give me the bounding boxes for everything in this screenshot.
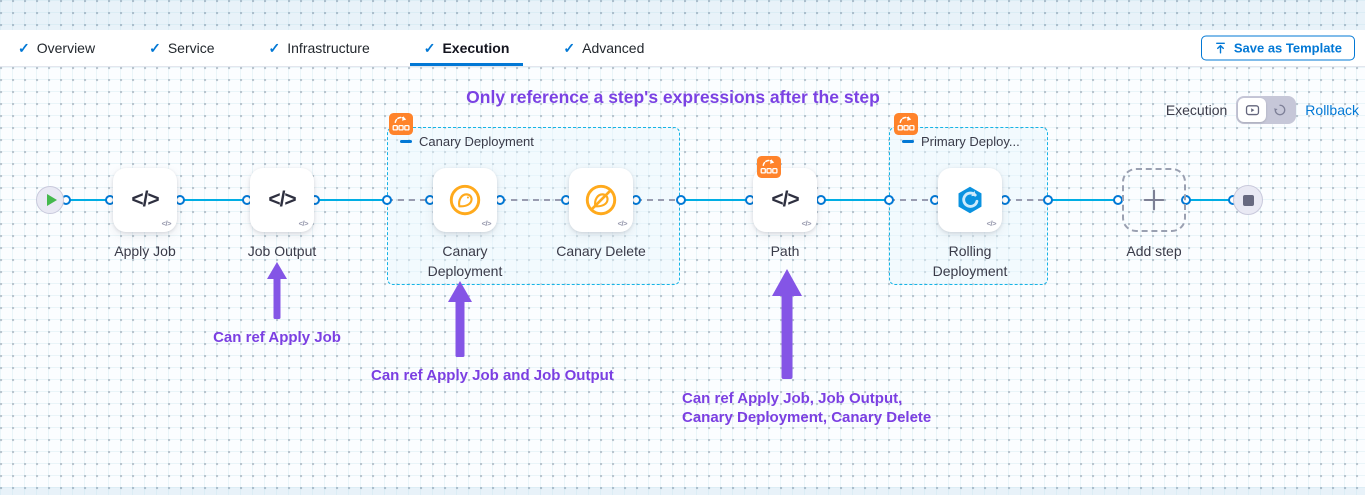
connector-port — [676, 195, 686, 205]
step-node-rolling-deployment[interactable]: </> — [938, 168, 1002, 232]
template-glyph-icon: </> — [617, 219, 628, 228]
connector-line-dashed — [387, 199, 430, 201]
code-icon: </> — [268, 188, 296, 211]
connector-line — [1048, 199, 1118, 201]
annotation-title: Only reference a step's expressions afte… — [466, 87, 880, 107]
tab-overview[interactable]: Overview — [4, 30, 109, 66]
node-label-rolling-deployment: Rolling Deployment — [932, 243, 1008, 279]
check-icon — [563, 40, 575, 57]
looping-strategy-icon — [757, 156, 781, 183]
connector-port — [1043, 195, 1053, 205]
tab-label: Advanced — [582, 40, 645, 56]
connector-port — [884, 195, 894, 205]
stop-icon — [1242, 194, 1254, 206]
code-icon: </> — [131, 188, 159, 211]
node-label-apply-job: Apply Job — [114, 243, 176, 259]
node-label-path: Path — [770, 243, 800, 259]
template-glyph-icon: </> — [481, 219, 492, 228]
annotation-line-1: Can ref Apply Job, Job Output, — [682, 390, 903, 407]
connector-line — [1186, 199, 1233, 201]
looping-strategy-icon — [894, 113, 918, 140]
connector-line-dashed — [636, 199, 681, 201]
execution-icon — [1245, 103, 1260, 117]
canary-delete-icon — [583, 182, 619, 218]
connector-line-dashed — [889, 199, 935, 201]
connector-line — [66, 199, 110, 201]
annotation-line-2: Canary Deployment, Canary Delete — [682, 409, 932, 426]
stage-tabbar: Overview Service Infrastructure Executio… — [0, 30, 1365, 67]
annotation-arrow-up-icon — [772, 269, 802, 385]
rolling-deployment-icon — [953, 183, 987, 217]
play-icon — [46, 194, 57, 206]
tab-label: Infrastructure — [287, 40, 370, 56]
step-node-apply-job[interactable]: </> </> — [113, 168, 177, 232]
annotation-arrow-up-icon — [267, 262, 287, 325]
save-as-template-button[interactable]: Save as Template — [1200, 35, 1355, 61]
connector-line — [821, 199, 889, 201]
connector-line-dashed — [500, 199, 566, 201]
tab-advanced[interactable]: Advanced — [549, 30, 658, 66]
node-label-canary-deployment: Canary Deployment — [427, 243, 503, 279]
check-icon — [18, 40, 30, 57]
step-node-canary-delete[interactable]: </> — [569, 168, 633, 232]
rollback-toggle-segment[interactable] — [1266, 98, 1294, 122]
pipeline-start-node — [36, 186, 64, 214]
upload-icon — [1214, 42, 1227, 55]
tab-infrastructure[interactable]: Infrastructure — [255, 30, 384, 66]
looping-strategy-icon — [389, 113, 413, 140]
template-glyph-icon: </> — [986, 219, 997, 228]
node-label-canary-delete: Canary Delete — [556, 243, 646, 259]
connector-port — [1181, 195, 1191, 205]
tab-service[interactable]: Service — [135, 30, 228, 66]
rollback-link[interactable]: Rollback — [1305, 102, 1359, 118]
group-name: Primary Deploy... — [921, 134, 1020, 149]
step-node-job-output[interactable]: </> </> — [250, 168, 314, 232]
tab-label: Execution — [442, 40, 510, 56]
execution-toggle-segment[interactable] — [1238, 98, 1267, 122]
annotation-can-ref-apply-job-and-output: Can ref Apply Job and Job Output — [371, 367, 614, 384]
canary-icon — [447, 182, 483, 218]
node-label-add-step: Add step — [1126, 243, 1182, 259]
tab-label: Overview — [36, 40, 96, 56]
connector-port — [816, 195, 826, 205]
code-icon: </> — [771, 188, 799, 211]
plus-icon — [1140, 186, 1168, 214]
tab-execution[interactable]: Execution — [409, 30, 524, 66]
annotation-can-ref-four-steps: Can ref Apply Job, Job Output, Canary De… — [682, 389, 931, 427]
add-step-button[interactable] — [1122, 168, 1186, 232]
execution-mode-label: Execution — [1165, 102, 1228, 118]
collapse-icon[interactable] — [902, 140, 914, 143]
save-as-template-label: Save as Template — [1233, 40, 1342, 56]
annotation-arrow-up-icon — [448, 281, 472, 363]
step-node-canary-deployment[interactable]: </> — [433, 168, 497, 232]
check-icon — [269, 40, 281, 57]
pipeline-canvas: Only reference a step's expressions afte… — [0, 67, 1365, 487]
step-node-path[interactable]: </> </> — [753, 168, 817, 232]
annotation-can-ref-apply-job: Can ref Apply Job — [213, 329, 341, 346]
rollback-icon — [1273, 103, 1287, 117]
connector-line — [180, 199, 247, 201]
canvas-top-strip — [0, 0, 1365, 30]
connector-line — [315, 199, 387, 201]
group-header-primary[interactable]: Primary Deploy... — [902, 134, 1020, 149]
group-header-canary[interactable]: Canary Deployment — [400, 134, 534, 149]
check-icon — [424, 40, 436, 57]
connector-line-dashed — [1005, 199, 1048, 201]
connector-port — [382, 195, 392, 205]
node-label-job-output: Job Output — [247, 243, 317, 259]
pipeline-end-node — [1233, 185, 1263, 215]
group-name: Canary Deployment — [419, 134, 534, 149]
execution-rollback-toggle — [1236, 96, 1297, 124]
execution-rollback-switch: Execution Rollback — [1166, 96, 1359, 124]
tab-label: Service — [167, 40, 215, 56]
template-glyph-icon: </> — [161, 219, 172, 228]
connector-line — [681, 199, 750, 201]
template-glyph-icon: </> — [298, 219, 309, 228]
check-icon — [149, 40, 161, 57]
template-glyph-icon: </> — [801, 219, 812, 228]
canvas-bottom-strip — [0, 487, 1365, 495]
collapse-icon[interactable] — [400, 140, 412, 143]
